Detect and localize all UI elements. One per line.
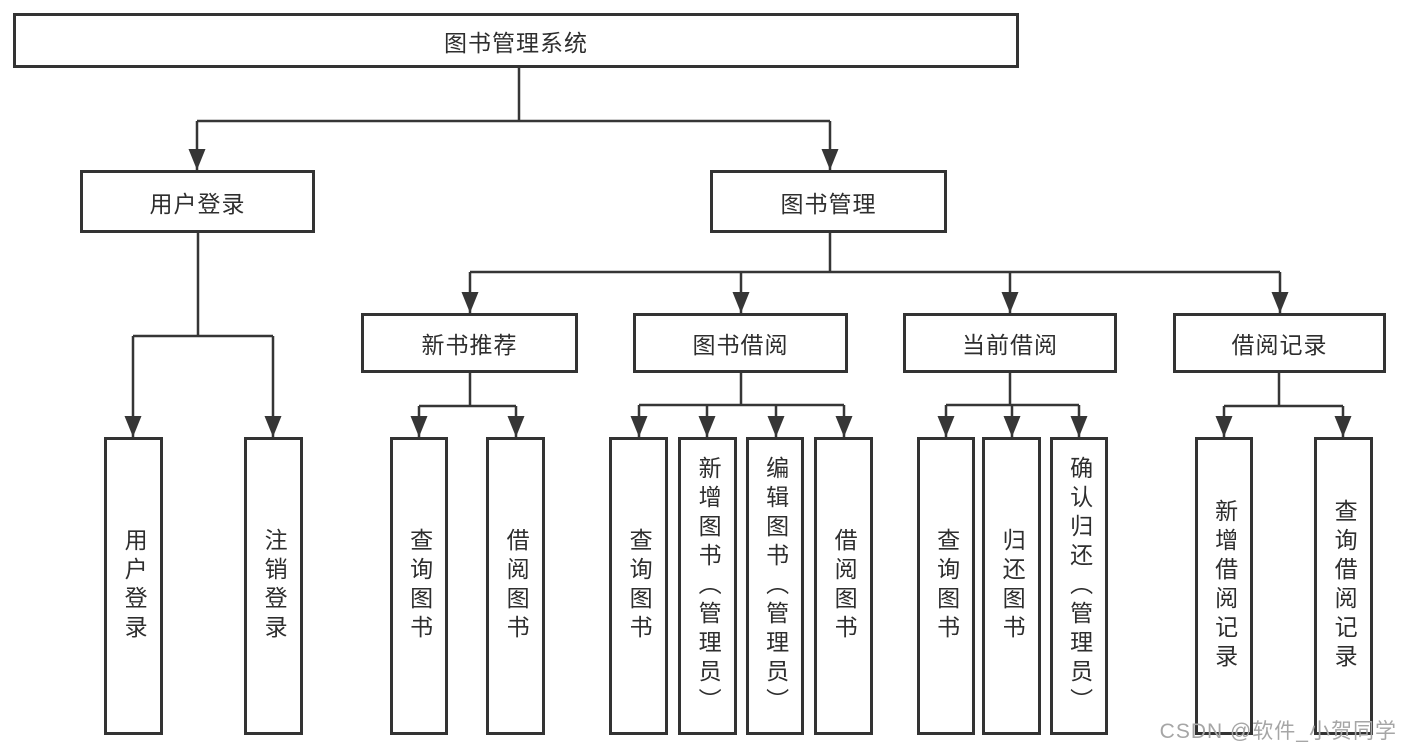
node-label: 图书管理系统: [444, 29, 588, 56]
node-user-login: 用户登录: [80, 170, 315, 233]
node-label: 图书管理: [780, 190, 877, 217]
leaf-return-book: 归还图书: [982, 437, 1041, 735]
node-label: 确认归还（管理员）: [1066, 455, 1093, 717]
csdn-watermark: CSDN @软件_小贺同学: [1159, 720, 1397, 743]
node-label: 注销登录: [261, 528, 288, 644]
node-label: 借阅图书: [831, 528, 858, 644]
node-label: 借阅记录: [1231, 332, 1328, 358]
node-label: 新增图书（管理员）: [695, 455, 722, 717]
leaf-borrow-book: 借阅图书: [814, 437, 873, 735]
arrowhead: [732, 292, 750, 313]
node-label: 归还图书: [999, 528, 1026, 644]
edge-root-to-level2: [195, 68, 832, 170]
arrowhead: [264, 416, 282, 437]
leaf-query-borrow-record: 查询借阅记录: [1314, 437, 1373, 735]
node-label: 新书推荐: [421, 332, 518, 358]
arrowhead: [461, 292, 479, 313]
node-label: 图书借阅: [692, 332, 789, 358]
node-label: 编辑图书（管理员）: [762, 455, 789, 717]
node-label: 查询图书: [626, 528, 653, 644]
leaf-query-book-recommend: 查询图书: [390, 437, 448, 735]
node-label: 查询图书: [933, 528, 960, 644]
node-current-borrow: 当前借阅: [903, 313, 1117, 373]
leaf-confirm-return-admin: 确认归还（管理员）: [1050, 437, 1108, 735]
edge-borrow-record-to-leaves: [1222, 373, 1345, 437]
arrowheads: [124, 149, 1352, 437]
arrowhead: [188, 149, 206, 170]
arrowhead: [507, 416, 525, 437]
arrowhead: [821, 149, 839, 170]
node-book-borrow: 图书借阅: [633, 313, 848, 373]
node-library-management-system: 图书管理系统: [13, 13, 1019, 68]
edge-user-login-to-leaves: [131, 233, 275, 437]
node-label: 查询图书: [406, 528, 433, 644]
node-label: 用户登录: [149, 190, 246, 217]
leaf-query-book-borrow: 查询图书: [609, 437, 668, 735]
node-label: 查询借阅记录: [1331, 499, 1358, 673]
node-label: 用户登录: [121, 528, 148, 644]
node-new-book-recommend: 新书推荐: [361, 313, 578, 373]
arrowhead: [1215, 416, 1233, 437]
arrowhead: [1001, 292, 1019, 313]
arrowhead: [835, 416, 853, 437]
arrowhead: [937, 416, 955, 437]
node-label: 借阅图书: [503, 528, 530, 644]
arrowhead: [698, 416, 716, 437]
arrowhead: [124, 416, 142, 437]
node-label: 新增借阅记录: [1211, 499, 1238, 673]
edge-book-management-to-level3: [468, 233, 1282, 313]
leaf-logout: 注销登录: [244, 437, 303, 735]
arrowhead: [1070, 416, 1088, 437]
arrowhead: [1334, 416, 1352, 437]
leaf-user-login: 用户登录: [104, 437, 163, 735]
node-book-management: 图书管理: [710, 170, 947, 233]
leaf-query-book-current: 查询图书: [917, 437, 975, 735]
edge-new-book-to-leaves: [417, 373, 518, 437]
edge-book-borrow-to-leaves: [637, 373, 846, 437]
arrowhead: [630, 416, 648, 437]
node-borrow-record: 借阅记录: [1173, 313, 1386, 373]
arrowhead: [410, 416, 428, 437]
arrowhead: [767, 416, 785, 437]
arrowhead: [1271, 292, 1289, 313]
leaf-add-book-admin: 新增图书（管理员）: [678, 437, 737, 735]
leaf-edit-book-admin: 编辑图书（管理员）: [746, 437, 804, 735]
arrowhead: [1003, 416, 1021, 437]
leaf-borrow-book-recommend: 借阅图书: [486, 437, 545, 735]
node-label: 当前借阅: [962, 332, 1058, 358]
leaf-add-borrow-record: 新增借阅记录: [1195, 437, 1253, 735]
